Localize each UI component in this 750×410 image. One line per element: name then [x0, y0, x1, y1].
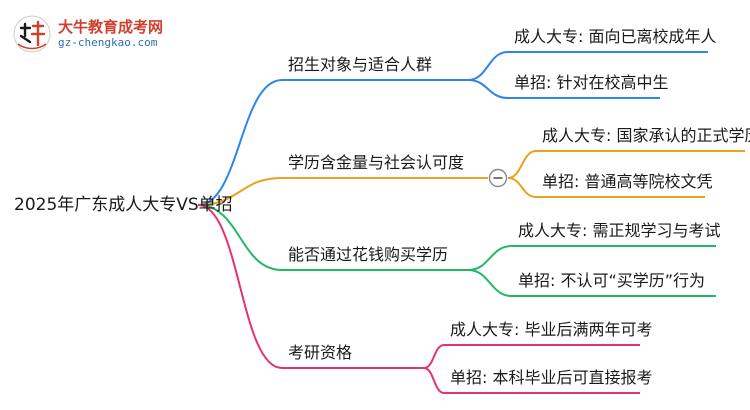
- connector-branch-4-child-2: [423, 367, 640, 394]
- branch-1-label[interactable]: 招生对象与适合人群: [288, 55, 433, 74]
- connector-root-branch-3: [197, 204, 468, 271]
- connector-branch-1-child-1: [467, 51, 708, 81]
- root-node[interactable]: 2025年广东成人大专VS单招: [14, 195, 233, 215]
- connector-root-branch-2: [197, 177, 488, 206]
- branch-3-child-2[interactable]: 单招: 不认可“买学历”行为: [518, 271, 706, 290]
- connector-root-branch-1: [197, 79, 468, 206]
- connector-branch-3-child-1: [467, 245, 716, 271]
- connector-branch-3-child-2: [467, 269, 716, 297]
- branch-4-child-2[interactable]: 单招: 本科毕业后可直接报考: [450, 368, 653, 387]
- connector-branch-2-child-1: [507, 150, 745, 179]
- branch-4-label[interactable]: 考研资格: [288, 343, 353, 362]
- branch-4-child-1[interactable]: 成人大专: 毕业后满两年可考: [450, 320, 653, 339]
- connector-branch-4-child-1: [423, 344, 640, 369]
- branch-2-child-1[interactable]: 成人大专: 国家承认的正式学历: [542, 126, 750, 145]
- connector-branch-2-child-2: [507, 177, 705, 198]
- logo-name: 大牛教育成考网: [58, 18, 164, 36]
- branch-1-child-2[interactable]: 单招: 针对在校高中生: [514, 73, 669, 92]
- logo-url: gz-chengkao.com: [58, 36, 158, 49]
- branch-3-child-1[interactable]: 成人大专: 需正规学习与考试: [518, 221, 721, 240]
- branch-1-child-1[interactable]: 成人大专: 面向已离校成年人: [514, 27, 717, 46]
- branch-3-label[interactable]: 能否通过花钱购买学历: [288, 245, 449, 264]
- minus-circle-icon[interactable]: [488, 168, 508, 188]
- connector-branch-1-child-2: [467, 79, 660, 99]
- branch-2-child-2[interactable]: 单招: 普通高等院校文凭: [542, 172, 713, 191]
- connector-root-branch-4: [197, 204, 424, 369]
- site-logo[interactable]: 大牛教育成考网 gz-chengkao.com: [12, 14, 182, 54]
- logo-mark-icon: [13, 15, 51, 53]
- branch-2-label[interactable]: 学历含金量与社会认可度: [288, 153, 465, 172]
